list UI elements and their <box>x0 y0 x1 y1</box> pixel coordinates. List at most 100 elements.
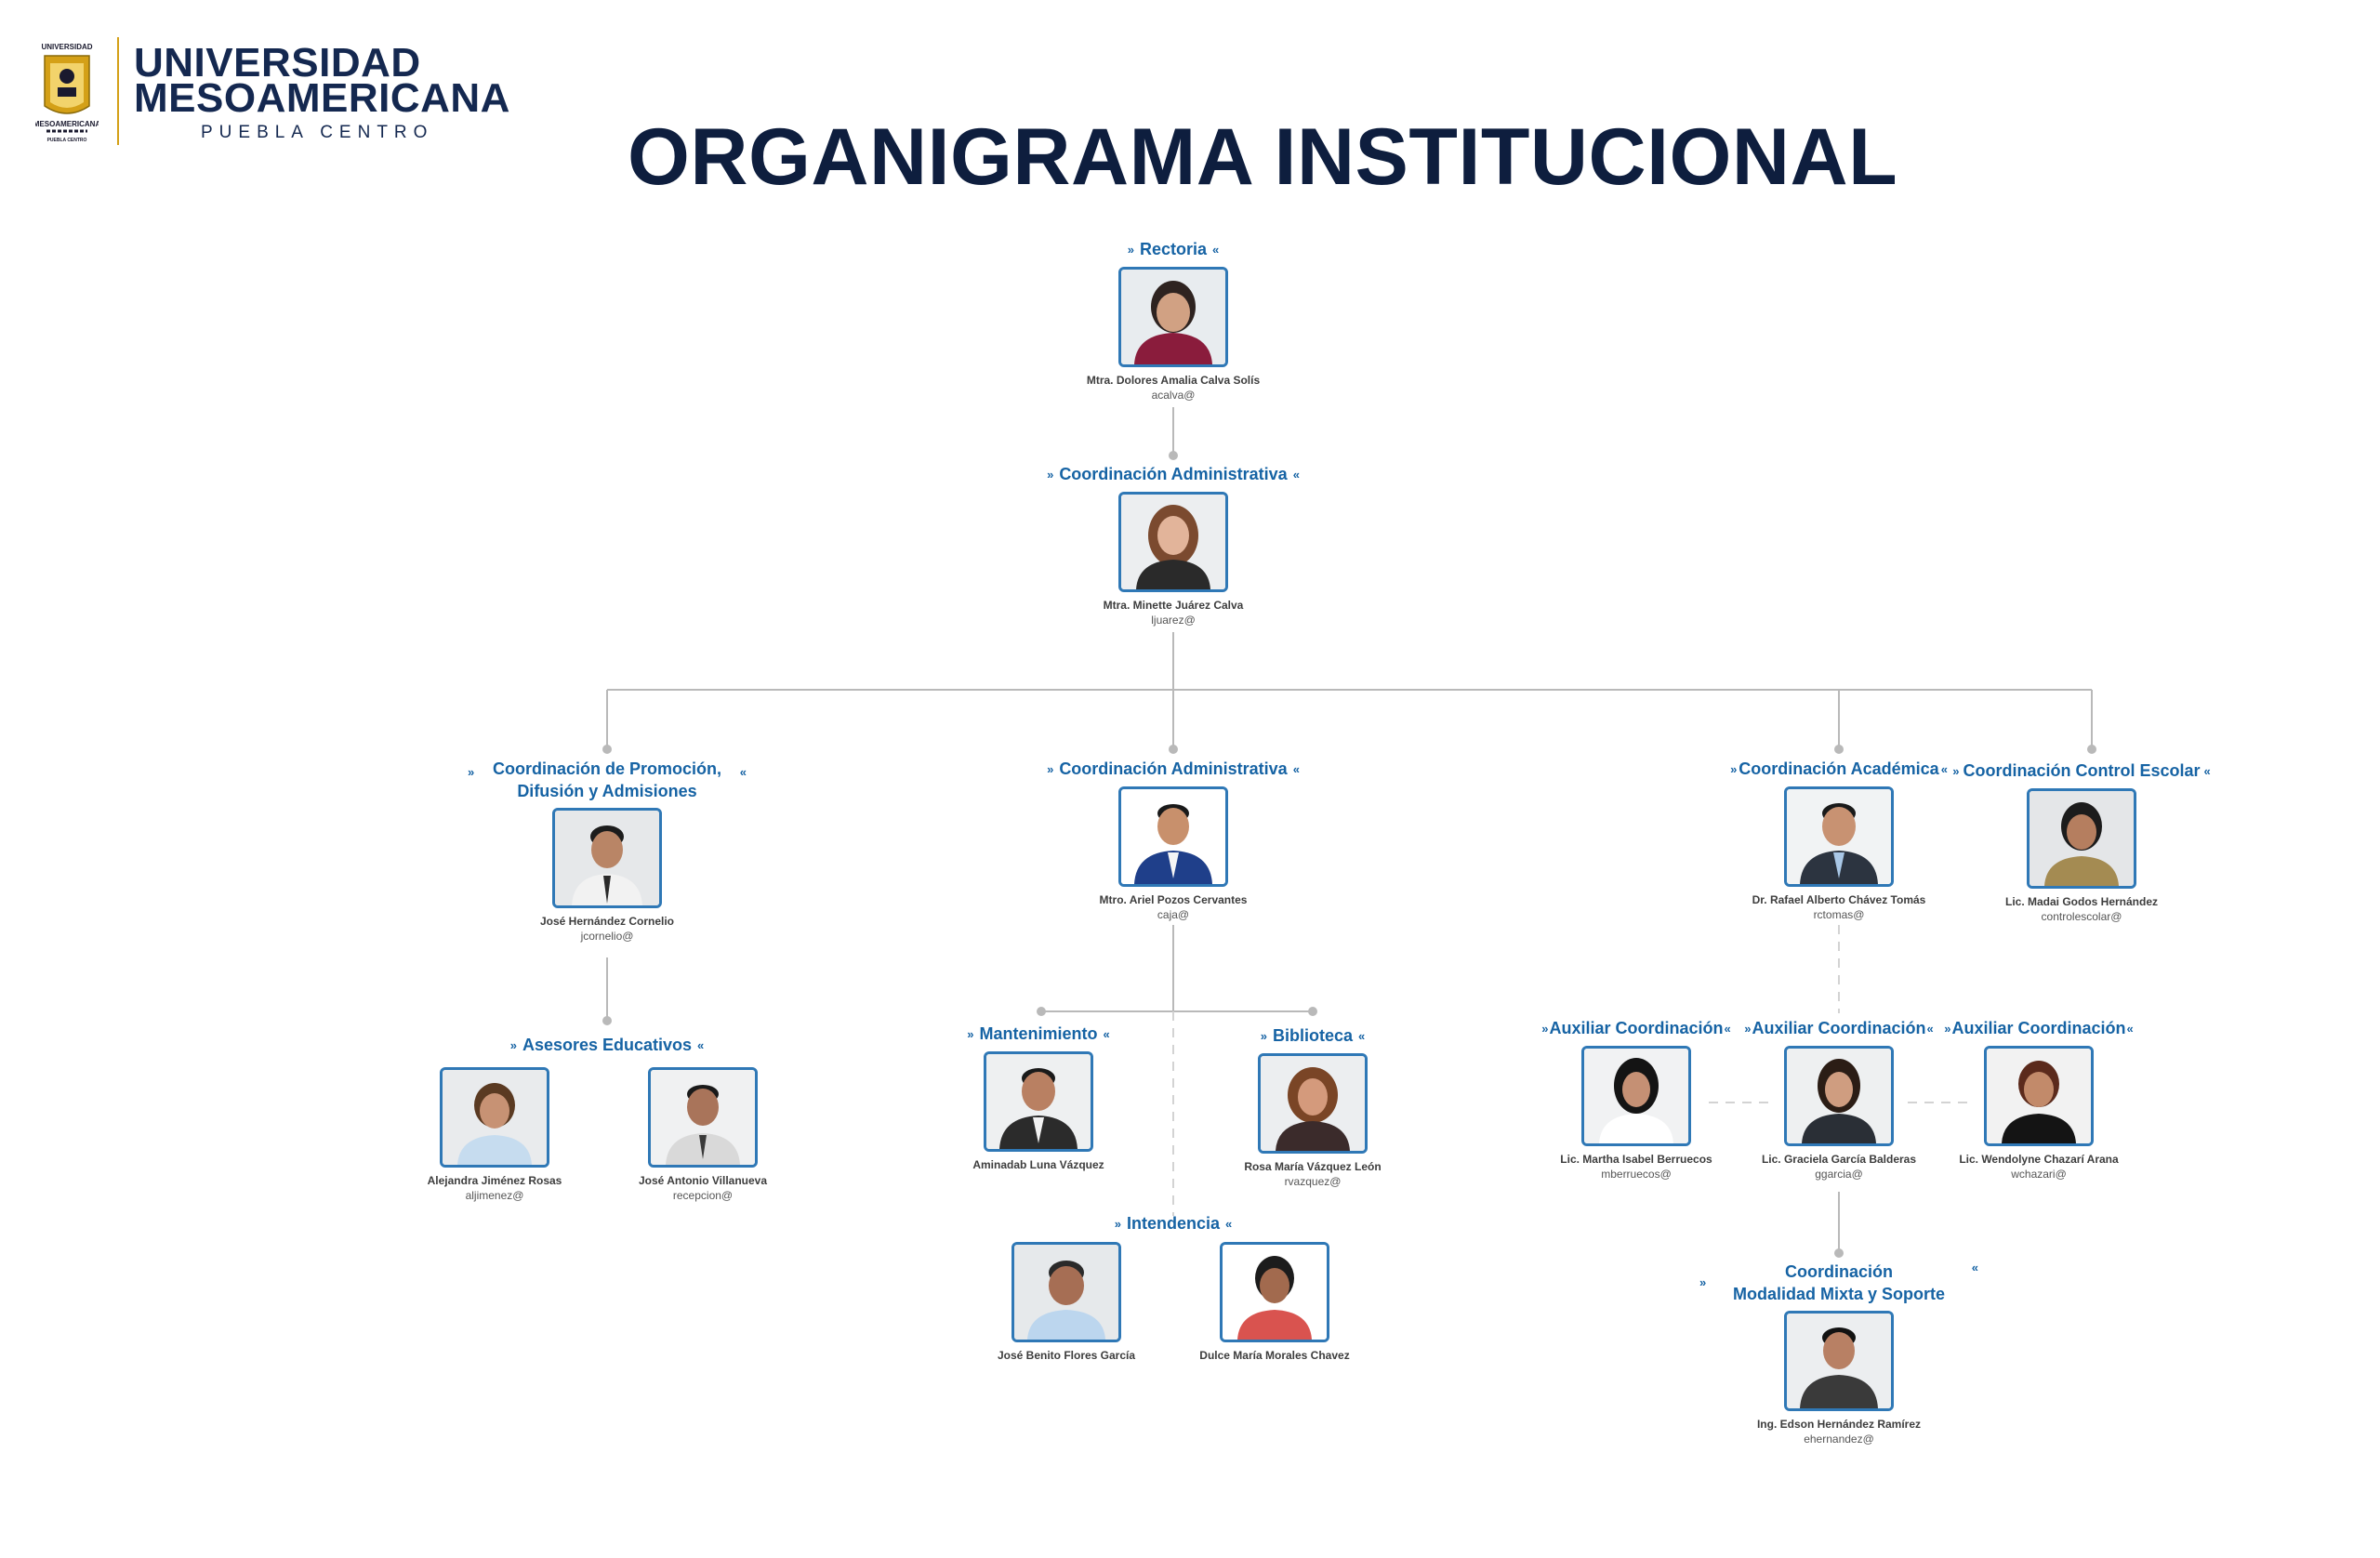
brand-line-1: UNIVERSIDAD <box>134 40 421 86</box>
node-title: »Coordinación Académica« <box>1730 759 1948 778</box>
person-photo[interactable] <box>552 808 662 908</box>
person-photo[interactable] <box>1012 1242 1121 1342</box>
node-title: » Coordinación Modalidad Mixta y Soporte… <box>1699 1261 1978 1303</box>
svg-text:PUEBLA CENTRO: PUEBLA CENTRO <box>47 138 87 143</box>
person-name: Dulce María Morales Chavez <box>1199 1349 1350 1362</box>
person-email[interactable]: rctomas@ <box>1813 908 1865 922</box>
person-name: Lic. Graciela García Balderas <box>1761 1153 1917 1167</box>
person-card: José Antonio Villanueva recepcion@ <box>554 1062 852 1203</box>
person-photo[interactable] <box>1118 267 1228 368</box>
node-coordinacion-promocion: » Coordinación de Promoción, Difusión y … <box>458 758 756 944</box>
person-card: Alejandra Jiménez Rosas aljimenez@ <box>346 1062 643 1203</box>
node-coordinacion-academica: »Coordinación Académica« Dr. Rafael Albe… <box>1690 758 1988 922</box>
person-photo[interactable] <box>1220 1242 1329 1342</box>
person-email[interactable]: rvazquez@ <box>1284 1175 1342 1189</box>
person-card: José Benito Flores García <box>918 1236 1215 1363</box>
person-name: Lic. Martha Isabel Berruecos <box>1560 1153 1712 1167</box>
person-photo[interactable] <box>440 1067 549 1168</box>
node-title: »Intendencia« <box>1114 1214 1233 1233</box>
person-name: Mtra. Minette Juárez Calva <box>1103 599 1244 613</box>
person-email[interactable]: mberruecos@ <box>1601 1168 1672 1182</box>
node-title: »Auxiliar Coordinación« <box>1744 1019 1934 1037</box>
person-name: Mtro. Ariel Pozos Cervantes <box>1099 893 1248 907</box>
person-avatar-icon <box>1121 789 1225 885</box>
node-title: »Auxiliar Coordinación« <box>1541 1019 1731 1037</box>
person-avatar-icon <box>1787 1314 1891 1408</box>
person-photo[interactable] <box>648 1067 758 1168</box>
person-photo[interactable] <box>1984 1046 2094 1147</box>
person-photo[interactable] <box>1118 492 1228 593</box>
person-photo[interactable] <box>1581 1046 1691 1147</box>
person-name: José Antonio Villanueva <box>638 1174 768 1187</box>
person-avatar-icon <box>1584 1049 1688 1144</box>
person-email[interactable]: aljimenez@ <box>465 1189 524 1202</box>
node-title: »Coordinación Administrativa« <box>1047 759 1300 778</box>
person-email[interactable]: ehernandez@ <box>1804 1433 1874 1446</box>
node-rectoria: »Rectoria« Mtra. Dolores Amalia Calva So… <box>1025 238 1322 403</box>
person-photo[interactable] <box>1784 1311 1894 1411</box>
node-title: »Coordinación Administrativa« <box>1047 465 1300 483</box>
person-card: Dulce María Morales Chavez <box>1126 1236 1423 1363</box>
node-auxiliar-coordinacion-3: »Auxiliar Coordinación« Lic. Wendolyne C… <box>1890 1017 2188 1182</box>
person-email[interactable]: caja@ <box>1157 908 1190 922</box>
person-name: Aminadab Luna Vázquez <box>972 1158 1104 1172</box>
person-photo[interactable] <box>1784 1046 1894 1147</box>
node-coordinacion-modalidad-mixta: » Coordinación Modalidad Mixta y Soporte… <box>1690 1261 1988 1446</box>
person-email[interactable]: controlescolar@ <box>2041 910 2122 924</box>
node-biblioteca: »Biblioteca« Rosa María Vázquez León rva… <box>1164 1024 1461 1189</box>
university-logo[interactable]: UNIVERSIDAD MESOAMERICANA PUEBLA CENTRO … <box>35 37 519 149</box>
person-name: Dr. Rafael Alberto Chávez Tomás <box>1752 893 1926 907</box>
person-photo[interactable] <box>984 1051 1093 1153</box>
person-name: José Hernández Cornelio <box>539 915 675 928</box>
person-avatar-icon <box>1787 789 1891 885</box>
person-photo[interactable] <box>2027 788 2136 890</box>
node-mantenimiento: »Mantenimiento« Aminadab Luna Vázquez <box>890 1023 1187 1172</box>
node-intendencia: »Intendencia« <box>1025 1212 1322 1235</box>
node-title: » Coordinación de Promoción, Difusión y … <box>468 759 747 800</box>
node-coordinacion-administrativa-2: »Coordinación Administrativa« Mtro. Arie… <box>1025 758 1322 922</box>
person-avatar-icon <box>1121 270 1225 365</box>
person-name: Ing. Edson Hernández Ramírez <box>1756 1418 1922 1431</box>
person-avatar-icon <box>1121 495 1225 590</box>
brand-line-3: PUEBLA CENTRO <box>201 123 434 142</box>
person-email[interactable]: wchazari@ <box>2011 1168 2067 1182</box>
page-title: ORGANIGRAMA INSTITUCIONAL <box>628 112 1898 202</box>
person-avatar-icon <box>1787 1049 1891 1144</box>
person-avatar-icon <box>1223 1245 1327 1340</box>
svg-text:UNIVERSIDAD: UNIVERSIDAD <box>41 43 92 51</box>
person-email[interactable]: recepcion@ <box>672 1189 734 1202</box>
person-email[interactable]: acalva@ <box>1151 389 1196 403</box>
person-name: Lic. Wendolyne Chazarí Arana <box>1959 1153 2119 1167</box>
node-auxiliar-coordinacion-1: »Auxiliar Coordinación« Lic. Martha Isab… <box>1488 1017 1785 1182</box>
node-coordinacion-control-escolar: »Coordinación Control Escolar« Lic. Mada… <box>1933 759 2230 924</box>
person-avatar-icon <box>1014 1245 1118 1340</box>
person-name: Rosa María Vázquez León <box>1244 1160 1382 1174</box>
person-name: Lic. Madai Godos Hernández <box>2004 895 2159 909</box>
person-photo[interactable] <box>1118 786 1228 888</box>
node-title: »Biblioteca« <box>1260 1026 1366 1045</box>
svg-text:MESOAMERICANA: MESOAMERICANA <box>35 120 99 128</box>
node-title: »Auxiliar Coordinación« <box>1944 1019 2134 1037</box>
person-photo[interactable] <box>1784 786 1894 888</box>
person-avatar-icon <box>555 811 659 905</box>
person-avatar-icon <box>986 1054 1091 1150</box>
node-asesores-educativos: »Asesores Educativos« <box>458 1034 756 1057</box>
node-title: »Rectoria« <box>1127 240 1220 258</box>
node-coordinacion-administrativa-1: »Coordinación Administrativa« Mtra. Mine… <box>1025 463 1322 627</box>
person-name: José Benito Flores García <box>997 1349 1136 1362</box>
node-title: »Coordinación Control Escolar« <box>1952 761 2211 780</box>
logo-divider <box>117 37 119 145</box>
node-title: »Asesores Educativos« <box>509 1036 705 1054</box>
node-title: »Mantenimiento« <box>967 1024 1110 1043</box>
person-photo[interactable] <box>1258 1053 1368 1155</box>
person-email[interactable]: jcornelio@ <box>580 930 634 943</box>
person-email[interactable]: ljuarez@ <box>1151 614 1196 627</box>
brand-line-2: MESOAMERICANA <box>134 75 510 121</box>
node-auxiliar-coordinacion-2: »Auxiliar Coordinación« Lic. Graciela Ga… <box>1690 1017 1988 1182</box>
person-email[interactable]: ggarcia@ <box>1815 1168 1863 1182</box>
person-name: Alejandra Jiménez Rosas <box>427 1174 562 1187</box>
person-avatar-icon <box>443 1070 547 1165</box>
person-avatar-icon <box>1261 1056 1365 1152</box>
person-name: Mtra. Dolores Amalia Calva Solís <box>1086 374 1261 388</box>
